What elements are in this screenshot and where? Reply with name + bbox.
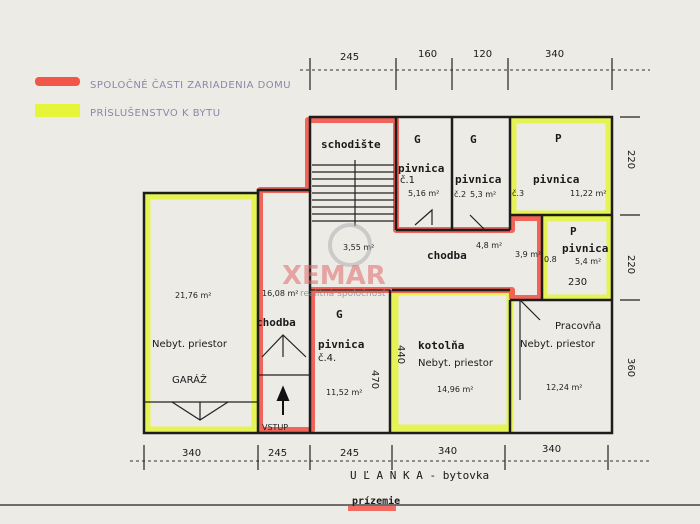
dim-inner-230: 230 (568, 277, 587, 288)
dim-top-1: 245 (340, 52, 359, 63)
entrance-arrow-icon (276, 385, 290, 415)
dim-top-3: 120 (473, 49, 492, 60)
building-name: U Ľ A N K A - bytovka (350, 469, 489, 482)
top-dimensions: 245 160 120 340 (300, 49, 650, 90)
pivnica-4-name: pivnica (318, 338, 364, 351)
room-pivnica-4: G pivnica č.4. 11,52 m² 470 440 (318, 308, 406, 397)
watermark-tagline: realitná spoločnosť (300, 288, 386, 299)
legend-accessory-label: PRÍSLUŠENSTVO K BYTU (90, 106, 221, 119)
chodba-mid-name: chodba (427, 249, 467, 262)
dim-bottom-2: 245 (268, 448, 287, 459)
right-dimensions: 220 220 360 (620, 116, 640, 377)
room-pivnica-3: P pivnica č.3 11,22 m² (512, 132, 606, 198)
pivnica-2-mark: G (470, 133, 477, 146)
legend: SPOLOČNÉ ČASTI ZARIADENIA DOMU PRÍSLUŠEN… (35, 77, 291, 119)
pivnica-1-mark: G (414, 133, 421, 146)
dim-bottom-4: 340 (438, 446, 457, 457)
pivnica-1-name: pivnica (398, 162, 444, 175)
pivnica-3-name: pivnica (533, 173, 579, 186)
pivnica-3-number: č.3 (512, 188, 524, 198)
dim-top-2: 160 (418, 49, 437, 60)
dim-bottom-3: 245 (340, 448, 359, 459)
pracovna-name: Pracovňa (555, 320, 601, 332)
dim-right-3: 360 (625, 358, 636, 377)
garaz-name: GARÁŽ (172, 373, 207, 386)
pivnica-3-area: 11,22 m² (570, 189, 606, 198)
chodba-mid-area: 4,8 m² (476, 241, 502, 250)
garaz-area: 21,76 m² (175, 291, 211, 300)
schodiste-name: schodište (321, 138, 381, 151)
room-pivnica-small: P pivnica 5,4 m² 230 0.8 (544, 225, 608, 288)
bottom-dimensions: 340 245 245 340 340 (130, 444, 650, 470)
room-pivnica-1: G pivnica č.1 5,16 m² (398, 133, 444, 198)
room-chodba-left: 16,08 m² chodba VSTUP (256, 289, 298, 432)
legend-common-label: SPOLOČNÉ ČASTI ZARIADENIA DOMU (90, 78, 291, 91)
room-chodba-mid: chodba 4,8 m² 3,9 m² (427, 241, 541, 262)
pracovna-type: Nebyt. priestor (520, 339, 596, 350)
pivnica-1-number: č.1 (400, 174, 415, 186)
pivnica-2-number: č.2 (454, 189, 466, 199)
chodba-left-name: chodba (256, 316, 296, 329)
legend-swatch-accessory (35, 104, 80, 117)
dim-inner-08: 0.8 (544, 255, 557, 264)
chodba-left-area: 16,08 m² (262, 289, 298, 298)
garaz-type: Nebyt. priestor (152, 339, 228, 350)
dim-inner-470: 470 (369, 370, 380, 389)
pivnica-small-area: 5,4 m² (575, 257, 601, 266)
schodiste-area: 3,55 m² (343, 243, 374, 252)
walls (142, 115, 614, 435)
kotolna-type: Nebyt. priestor (418, 358, 494, 369)
legend-swatch-common (35, 77, 80, 86)
dim-top-4: 340 (545, 49, 564, 60)
dim-inner-440: 440 (395, 345, 406, 364)
kotolna-area: 14,96 m² (437, 385, 473, 394)
dim-right-2: 220 (625, 255, 636, 274)
entrance-label: VSTUP (262, 423, 288, 432)
pivnica-2-area: 5,3 m² (470, 190, 496, 199)
dim-right-1: 220 (625, 150, 636, 169)
staircase (312, 160, 394, 226)
dim-bottom-5: 340 (542, 444, 561, 455)
floor-highlight (348, 506, 396, 511)
dim-bottom-1: 340 (182, 448, 201, 459)
pivnica-4-number: č.4. (318, 352, 336, 364)
room-kotolna: kotolňa Nebyt. priestor 14,96 m² (418, 339, 494, 394)
watermark-logo: XEMAR realitná spoločnosť (282, 223, 386, 299)
pivnica-1-area: 5,16 m² (408, 189, 439, 198)
room-pracovna: Pracovňa Nebyt. priestor 12,24 m² (520, 320, 601, 392)
room-schodiste: schodište 3,55 m² (321, 138, 381, 252)
small-space-area: 3,9 m² (515, 250, 541, 259)
pracovna-area: 12,24 m² (546, 383, 582, 392)
pivnica-small-name: pivnica (562, 242, 608, 255)
room-pivnica-2: G pivnica č.2 5,3 m² (454, 133, 501, 199)
room-garaz: 21,76 m² Nebyt. priestor GARÁŽ (152, 291, 228, 386)
pivnica-4-area: 11,52 m² (326, 388, 362, 397)
watermark-brand: XEMAR (282, 261, 386, 291)
pivnica-4-mark: G (336, 308, 343, 321)
floor-label: prízemie (352, 495, 400, 507)
pivnica-3-mark: P (555, 132, 562, 145)
pivnica-2-name: pivnica (455, 173, 501, 186)
pivnica-small-mark: P (570, 225, 577, 238)
kotolna-name: kotolňa (418, 339, 464, 352)
